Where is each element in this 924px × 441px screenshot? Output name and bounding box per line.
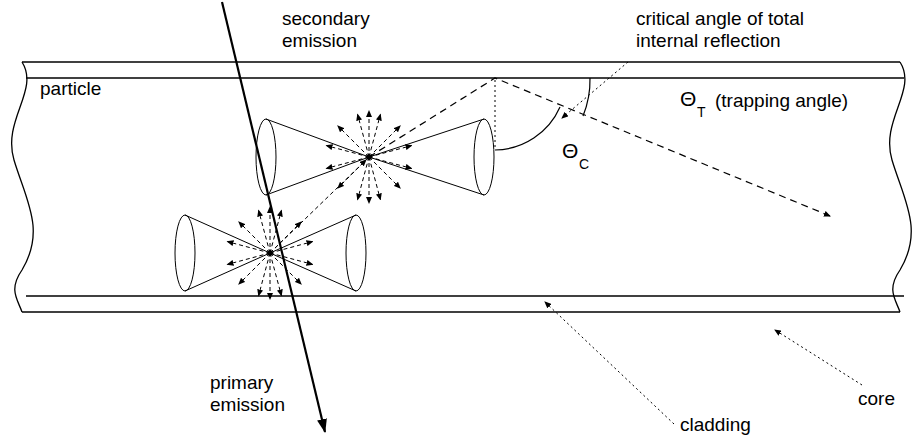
normal-line [495,80,496,150]
angle-symbol: Θ [680,88,696,110]
fiber-outline [12,62,912,312]
emission-ray [259,210,270,253]
emission-ray [369,146,412,157]
critical-angle-arc [495,107,560,150]
emission-ray [270,207,271,247]
cone-edge [369,157,484,195]
cladding-label: cladding [680,414,751,436]
leader-lines [545,62,862,424]
particle-track [222,2,325,432]
cone-edge [185,215,270,253]
emission-ray [270,259,271,299]
emission-ray [369,111,370,151]
cone-edge [369,119,484,157]
cone-rim [175,215,195,291]
cone-edge [266,119,369,157]
cone-rim [346,215,366,291]
emission-ray [369,157,380,200]
emission-ray [270,160,366,253]
emission-label: secondary emission [282,8,370,52]
angle-symbol: Θ [562,140,578,162]
critical-angle-label: critical angle of total internal reflect… [636,8,804,52]
angle-subscript: C [579,153,589,175]
core-label: core [858,388,895,410]
angle-subscript: T [697,101,706,123]
cone-edge [266,157,369,195]
emission-ray [227,253,270,264]
cone-rim [474,119,494,195]
emission-label: primary emission [210,372,285,416]
trapping-angle-arc [583,78,590,116]
emission-ray [270,253,281,296]
emission-rays [175,111,494,299]
trapping-angle-label: (trapping angle) [715,90,848,112]
emission-ray [358,114,369,157]
particle-label: particle [40,78,101,100]
emission-ray [369,163,370,203]
cone-edge [270,215,356,253]
cone-edge [185,253,270,291]
